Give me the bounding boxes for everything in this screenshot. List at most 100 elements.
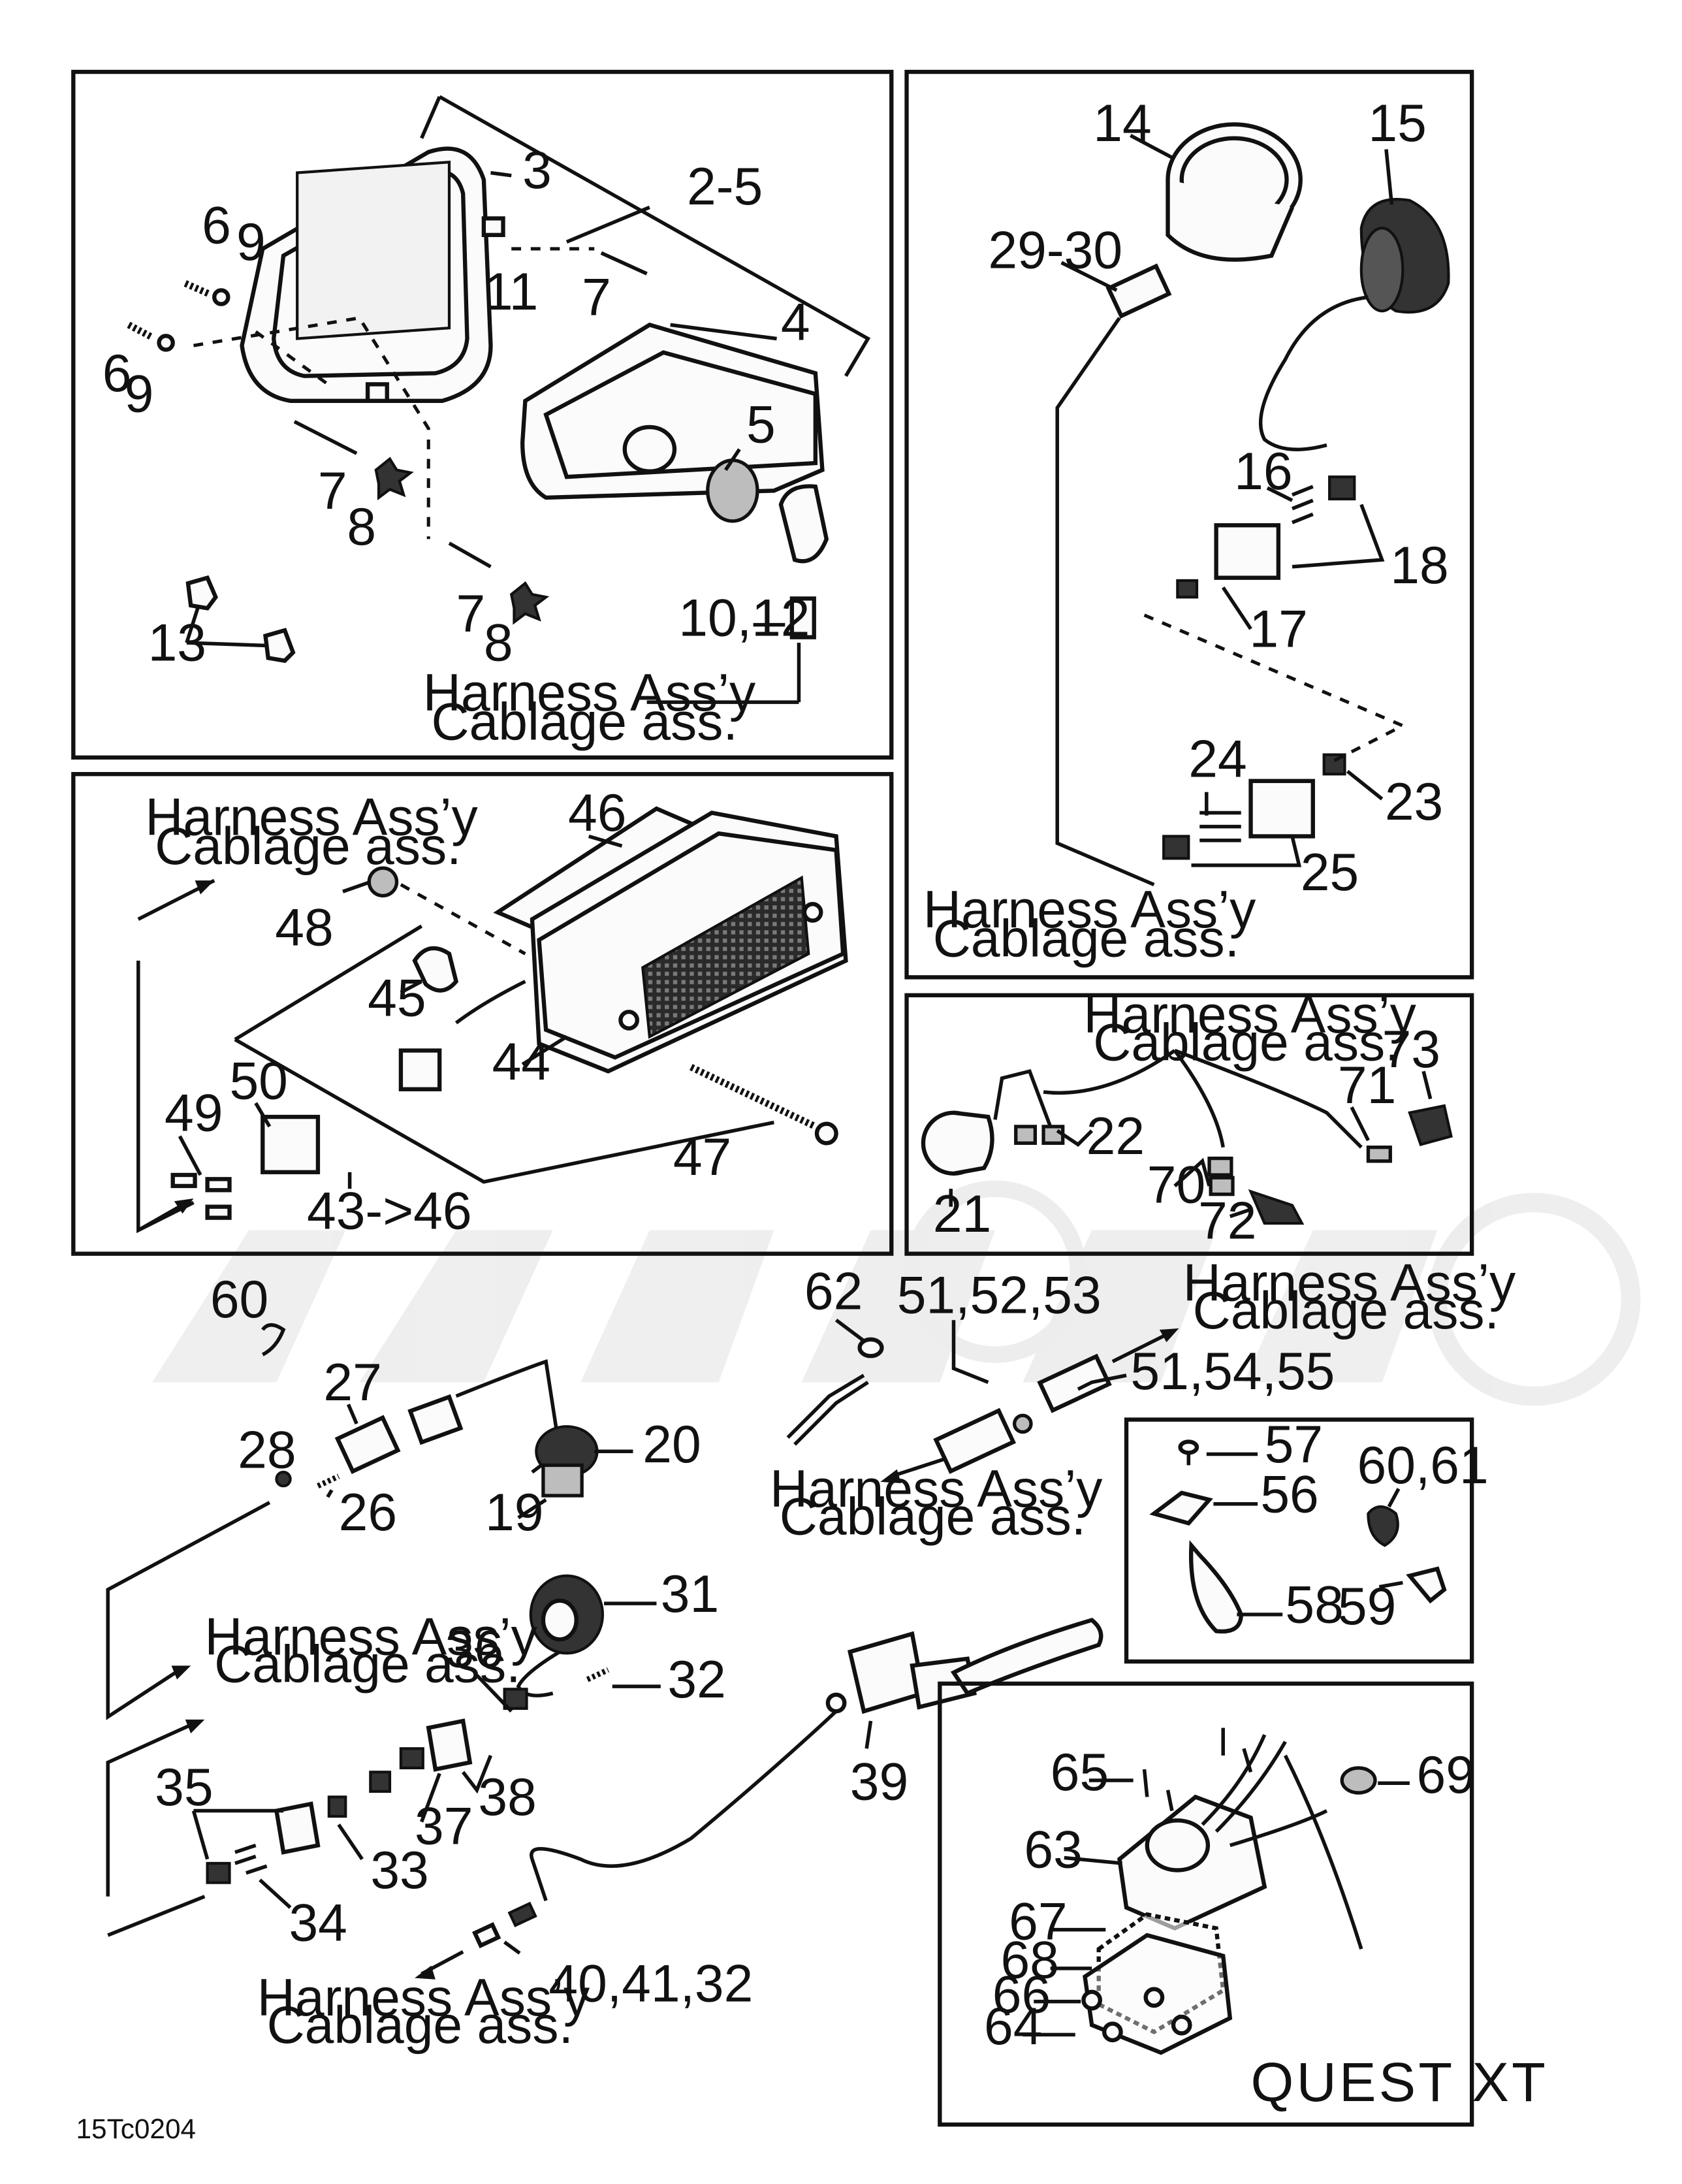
callout-32: 32: [667, 1650, 725, 1709]
quest-xt-group: [1023, 1727, 1410, 2055]
callout-47: 47: [673, 1128, 731, 1187]
harness-label-8b: Cablage ass.: [267, 1996, 573, 2055]
callout-22: 22: [1087, 1107, 1145, 1166]
callout-8a: 8: [347, 498, 376, 556]
callout-33: 33: [370, 1841, 428, 1900]
callout-39: 39: [850, 1753, 908, 1812]
callout-13: 13: [148, 614, 206, 673]
model-label: QUEST XT: [1251, 2051, 1549, 2113]
callout-71: 71: [1338, 1056, 1396, 1115]
callout-44: 44: [492, 1033, 550, 1091]
harness-label-4a: Harness Ass’y: [1083, 986, 1416, 1044]
harness-label-3a: Harness Ass’y: [145, 788, 478, 846]
callout-3: 3: [522, 141, 552, 200]
harness-label-5b: Cablage ass.: [1193, 1281, 1499, 1340]
callout-11: 11: [484, 263, 538, 321]
harness-label-2b: Cablage ass.: [933, 910, 1239, 969]
harness-label-1b: Cablage ass.: [431, 692, 737, 751]
harness-label-6b: Cablage ass.: [780, 1487, 1086, 1546]
callout-62: 62: [804, 1262, 863, 1321]
headlight-group: [127, 95, 871, 704]
callout-46: 46: [568, 784, 626, 843]
callout-48: 48: [275, 899, 333, 957]
callout-19: 19: [485, 1483, 543, 1542]
callout-2-5: 2-5: [687, 157, 763, 216]
key-switch-group: [106, 1323, 633, 1720]
callout-9a: 9: [236, 213, 266, 272]
panel-fasteners: [1124, 1417, 1474, 1664]
callout-60: 60: [210, 1270, 268, 1329]
callout-51-52-53: 51,52,53: [897, 1266, 1102, 1325]
callout-20: 20: [643, 1415, 701, 1474]
callout-59: 59: [1338, 1577, 1396, 1636]
callout-45: 45: [368, 969, 426, 1028]
callout-50: 50: [229, 1052, 287, 1111]
callout-38: 38: [478, 1768, 536, 1827]
harness-label-3b: Cablage ass.: [155, 817, 461, 876]
harness-label-4b: Cablage ass.: [1093, 1013, 1399, 1072]
callout-6a: 6: [202, 196, 231, 255]
callout-18: 18: [1390, 536, 1448, 595]
handlebar-switch-group: [106, 1574, 661, 1937]
harness-label-8a: Harness Ass’y: [257, 1968, 590, 2027]
callout-8b: 8: [484, 614, 513, 673]
callout-34: 34: [289, 1894, 347, 1953]
brake-lever-group: [415, 1617, 1103, 1980]
callout-69: 69: [1417, 1746, 1475, 1805]
harness-label-7a: Harness Ass’y: [204, 1607, 537, 1666]
callout-60-61: 60,61: [1357, 1436, 1488, 1495]
harness-label-1a: Harness Ass’y: [423, 664, 756, 722]
gauges-group: [1055, 122, 1450, 887]
callout-28: 28: [238, 1421, 296, 1480]
fasteners-group: [1149, 1439, 1447, 1634]
switches-group: [921, 1048, 1453, 1225]
callout-67: 67: [1009, 1892, 1067, 1951]
watermark: [151, 1180, 1641, 1406]
callout-7c: 7: [456, 585, 486, 643]
callout-6b: 6: [103, 344, 132, 403]
callout-27: 27: [323, 1353, 381, 1412]
callout-35: 35: [155, 1758, 213, 1817]
callout-63: 63: [1024, 1820, 1082, 1879]
callout-56: 56: [1260, 1465, 1318, 1524]
callout-25: 25: [1301, 843, 1359, 902]
callout-31: 31: [661, 1565, 719, 1624]
callout-26: 26: [339, 1483, 397, 1542]
callout-66: 66: [992, 1966, 1051, 2025]
callout-37: 37: [415, 1797, 473, 1855]
callout-24: 24: [1188, 730, 1246, 788]
callout-70: 70: [1147, 1155, 1205, 1214]
callout-29-30: 29-30: [988, 221, 1122, 280]
panel-taillight: [71, 772, 894, 1256]
panel-switches: [904, 993, 1474, 1256]
callout-15: 15: [1368, 94, 1426, 153]
callout-73: 73: [1382, 1020, 1440, 1079]
callout-4: 4: [781, 293, 810, 352]
callout-40-41-32: 40,41,32: [548, 1955, 753, 2014]
panel-quest-xt: [938, 1681, 1474, 2127]
harness-label-7b: Cablage ass.: [214, 1635, 520, 1694]
callout-7a: 7: [582, 268, 611, 327]
callout-51-54-55: 51,54,55: [1130, 1342, 1335, 1401]
callout-65: 65: [1051, 1743, 1109, 1802]
callout-23: 23: [1385, 773, 1443, 831]
callout-36: 36: [445, 1620, 503, 1678]
callout-7b: 7: [318, 462, 347, 521]
callout-16: 16: [1234, 442, 1292, 501]
callout-57: 57: [1265, 1415, 1323, 1474]
callout-64: 64: [984, 1997, 1042, 2056]
callout-21: 21: [933, 1185, 991, 1244]
harness-label-6a: Harness Ass’y: [770, 1460, 1103, 1518]
panel-gauges: [904, 69, 1474, 980]
callout-43-46: 43->46: [307, 1182, 472, 1241]
callout-72: 72: [1198, 1191, 1256, 1250]
callout-58: 58: [1285, 1576, 1343, 1635]
harness-label-2a: Harness Ass’y: [923, 880, 1256, 939]
callout-49: 49: [165, 1084, 223, 1142]
callout-14: 14: [1093, 94, 1151, 153]
throttle-sensor-group: [786, 1319, 1179, 1483]
callout-17: 17: [1249, 600, 1307, 659]
callout-9b: 9: [125, 365, 154, 424]
diagram-code: 15Tc0204: [76, 2113, 197, 2144]
